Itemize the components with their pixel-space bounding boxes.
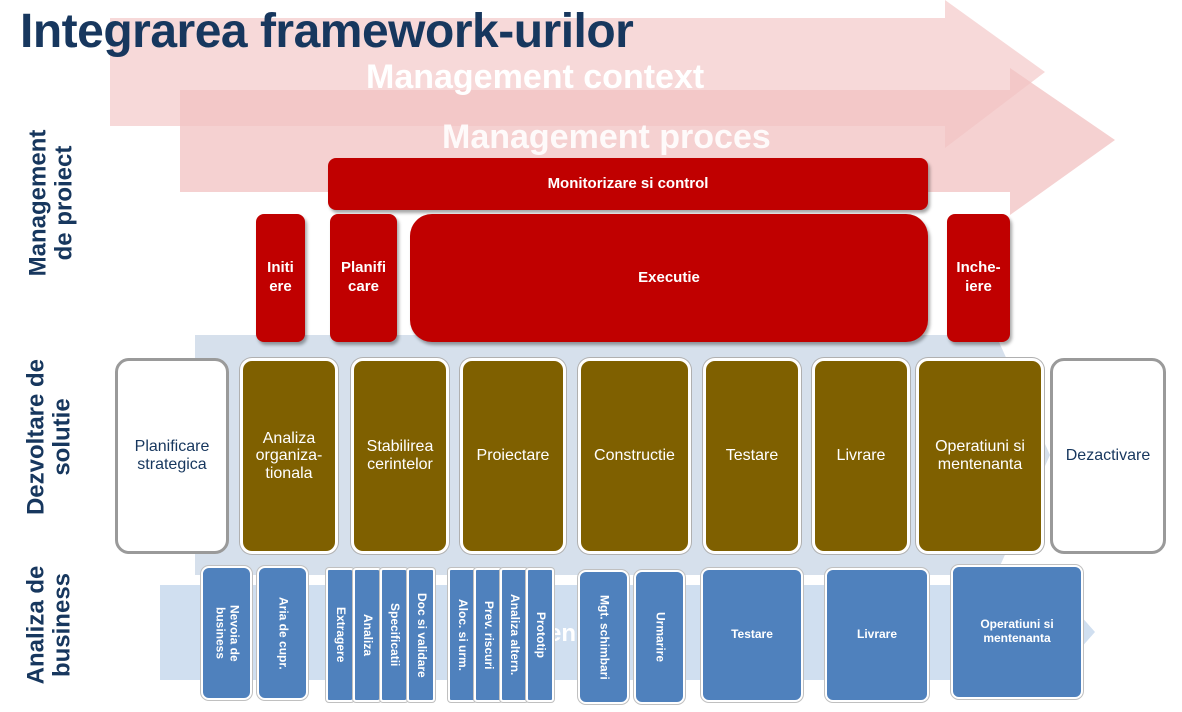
page-title: Integrarea framework-urilor <box>20 5 634 58</box>
box-line: Analiza altern. <box>507 594 522 676</box>
business-task-4: Analiza <box>353 568 381 702</box>
box-line: Urmarire <box>653 611 668 663</box>
side-label-project: Management de proiect <box>24 129 79 277</box>
side-label-line: Management <box>24 129 52 277</box>
business-task-8: Prev. riscuri <box>474 568 502 702</box>
box-line: Aria de cupr. <box>276 596 291 670</box>
context-arrow-label: Management context <box>366 58 705 96</box>
box-line: Livrare <box>836 447 886 465</box>
box-line: care <box>348 278 379 295</box>
box-line: Proiectare <box>476 447 550 465</box>
box-line: Mgt. schimbari <box>597 594 612 680</box>
business-testare-box: Testare <box>701 568 803 702</box>
business-task-5: Specificatii <box>380 568 408 702</box>
business-task-9: Analiza altern. <box>500 568 528 702</box>
business-task-7: Aloc. si urm. <box>448 568 476 702</box>
box-line: Operatiuni si <box>935 438 1025 456</box>
solution-phase-4: Constructie <box>578 358 691 554</box>
box-line: Initi <box>267 259 294 277</box>
phase-executie: Executie <box>410 214 928 342</box>
box-line: Inche- <box>956 259 1001 277</box>
box-line: mentenanta <box>937 456 1023 473</box>
box-line: Prototip <box>533 612 548 658</box>
side-label-line: Analiza de <box>22 565 50 685</box>
box-line: tionala <box>265 464 313 482</box>
process-arrow-label: Management proces <box>442 118 771 156</box>
box-line: Planificare <box>134 438 210 456</box>
phase-incheiere: Inche-iere <box>947 214 1010 342</box>
box-line: ere <box>269 278 292 295</box>
box-line: Planifi <box>340 259 386 277</box>
business-livrare-box: Livrare <box>825 568 929 702</box>
box-line: Stabilirea <box>366 438 434 456</box>
box-line: Constructie <box>594 447 675 465</box>
box-line: Extragere <box>333 607 348 663</box>
solution-end-box: Dezactivare <box>1050 358 1166 554</box>
side-label-line: Dezvoltare de <box>22 358 50 516</box>
business-task-12: Urmarire <box>634 570 685 704</box>
box-line: Livrare <box>856 627 898 642</box>
business-task-2: Aria de cupr. <box>257 566 308 700</box>
box-line: mentenanta <box>983 631 1051 645</box>
box-line: Testare <box>725 447 779 465</box>
side-label-business: Analiza de business <box>22 565 77 685</box>
box-line: Doc si validare <box>414 592 429 678</box>
business-task-3: Extragere <box>326 568 354 702</box>
box-line: business <box>213 606 228 659</box>
solution-phase-6: Livrare <box>812 358 910 554</box>
box-line: organiza- <box>255 447 323 465</box>
box-line: Prev. riscuri <box>481 600 496 670</box>
box-line: Analiza <box>360 613 375 656</box>
box-line: Executie <box>638 268 700 286</box>
box-line: Testare <box>731 627 773 642</box>
business-task-6: Doc si validare <box>407 568 435 702</box>
side-label-line: de proiect <box>51 145 78 261</box>
box-line: Dezactivare <box>1065 447 1151 465</box>
business-task-10: Prototip <box>526 568 554 702</box>
box-line: Nevoia de <box>227 604 242 662</box>
box-line: iere <box>965 278 992 295</box>
side-label-line: business <box>49 572 76 678</box>
box-line: Operatiuni si <box>980 617 1054 632</box>
side-label-line: solutie <box>49 398 76 476</box>
box-line: Analiza <box>262 429 316 447</box>
side-label-solution: Dezvoltare de solutie <box>22 358 77 516</box>
solution-phase-5: Testare <box>703 358 801 554</box>
solution-phase-3: Proiectare <box>460 358 566 554</box>
box-line: Specificatii <box>387 603 402 667</box>
box-line: strategica <box>137 456 207 473</box>
box-line: cerintelor <box>367 456 433 473</box>
box-line: Aloc. si urm. <box>455 598 470 672</box>
monitor-control-box: Monitorizare si control <box>328 158 928 210</box>
business-task-11: Mgt. schimbari <box>578 570 629 704</box>
